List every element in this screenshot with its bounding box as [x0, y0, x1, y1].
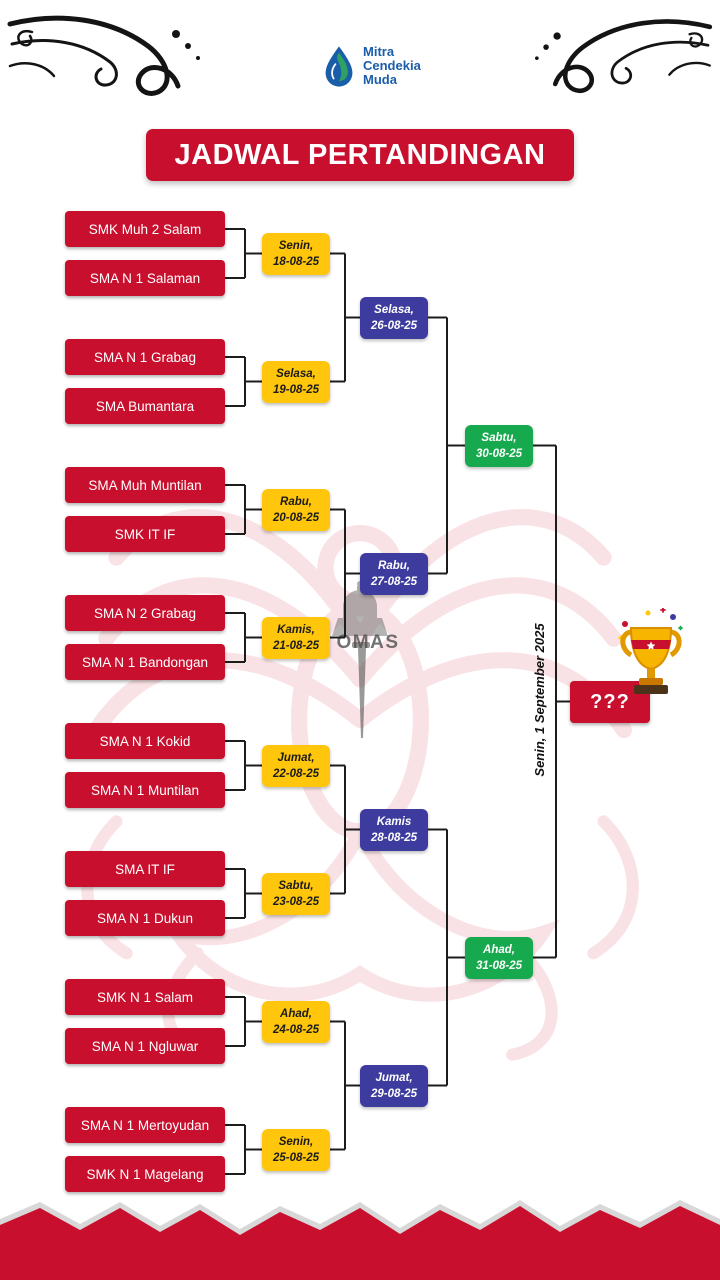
logo-drop-icon [325, 46, 353, 87]
match-date: 19-08-25 [272, 384, 320, 396]
r2-date-box: Kamis 28-08-25 [360, 809, 428, 851]
r1-date-box: Jumat, 22-08-25 [262, 745, 330, 787]
match-day: Rabu, [280, 495, 312, 508]
r2-date-box: Rabu, 27-08-25 [360, 553, 428, 595]
team-box: SMK IT IF [65, 516, 225, 552]
match-day: Ahad, [483, 943, 515, 956]
final-date-vertical: Senin, 1 September 2025 [532, 623, 547, 777]
team-box: SMA N 1 Bandongan [65, 644, 225, 680]
logo: Mitra Cendekia Muda [322, 44, 421, 88]
team-box: SMA Bumantara [65, 388, 225, 424]
r2-date-box: Selasa, 26-08-25 [360, 297, 428, 339]
r2-date-box: Jumat, 29-08-25 [360, 1065, 428, 1107]
watermark-ornament [81, 509, 639, 1061]
team-box: SMK N 1 Magelang [65, 1156, 225, 1192]
match-day: Sabtu, [278, 879, 314, 892]
trophy-icon [618, 608, 683, 694]
match-date: 26-08-25 [370, 320, 418, 332]
match-day: Jumat, [277, 751, 315, 764]
logo-line: Cendekia [363, 57, 421, 73]
match-date: 20-08-25 [272, 512, 320, 524]
match-day: Ahad, [280, 1007, 312, 1020]
logo-line: Mitra [363, 43, 395, 59]
team-box: SMK N 1 Salam [65, 979, 225, 1015]
match-date: 22-08-25 [272, 768, 320, 780]
flourish-left-icon [7, 15, 200, 96]
team-box: SMA N 1 Muntilan [65, 772, 225, 808]
team-box: SMA N 1 Mertoyudan [65, 1107, 225, 1143]
match-date: 30-08-25 [475, 448, 523, 460]
match-date: 29-08-25 [370, 1088, 418, 1100]
team-box: SMA N 1 Kokid [65, 723, 225, 759]
match-date: 23-08-25 [272, 896, 320, 908]
match-date: 31-08-25 [475, 960, 523, 972]
sf-date-box: Sabtu, 30-08-25 [465, 425, 533, 467]
match-date: 18-08-25 [272, 256, 320, 268]
torn-edge [0, 1200, 720, 1280]
match-date: 25-08-25 [272, 1152, 320, 1164]
match-day: Senin, [278, 1135, 314, 1148]
match-date: 24-08-25 [272, 1024, 320, 1036]
r1-date-box: Selasa, 19-08-25 [262, 361, 330, 403]
logo-line: Muda [363, 72, 397, 88]
team-box: SMK Muh 2 Salam [65, 211, 225, 247]
team-box: SMA N 1 Dukun [65, 900, 225, 936]
match-day: Rabu, [378, 559, 410, 572]
r1-date-box: Sabtu, 23-08-25 [262, 873, 330, 915]
team-box: SMA Muh Muntilan [65, 467, 225, 503]
team-box: SMA N 1 Ngluwar [65, 1028, 225, 1064]
match-day: Kamis, [277, 623, 315, 636]
flourish-right-icon [535, 19, 713, 93]
match-day: Kamis [376, 815, 412, 828]
team-box: SMA N 1 Grabag [65, 339, 225, 375]
page-title: JADWAL PERTANDINGAN [146, 129, 574, 181]
match-date: 27-08-25 [370, 576, 418, 588]
r1-date-box: Senin, 18-08-25 [262, 233, 330, 275]
match-date: 28-08-25 [370, 832, 418, 844]
team-box: SMA IT IF [65, 851, 225, 887]
team-box: SMA N 1 Salaman [65, 260, 225, 296]
team-box: SMA N 2 Grabag [65, 595, 225, 631]
match-day: Selasa, [276, 367, 316, 380]
match-date: 21-08-25 [272, 640, 320, 652]
r1-date-box: Rabu, 20-08-25 [262, 489, 330, 531]
logo-text: Mitra Cendekia Muda [363, 43, 421, 88]
r1-date-box: Senin, 25-08-25 [262, 1129, 330, 1171]
match-day: Selasa, [374, 303, 414, 316]
match-day: Jumat, [375, 1071, 413, 1084]
match-day: Senin, [278, 239, 314, 252]
watermark-text: OMAS [336, 632, 400, 653]
sf-date-box: Ahad, 31-08-25 [465, 937, 533, 979]
r1-date-box: Kamis, 21-08-25 [262, 617, 330, 659]
r1-date-box: Ahad, 24-08-25 [262, 1001, 330, 1043]
match-day: Sabtu, [481, 431, 517, 444]
